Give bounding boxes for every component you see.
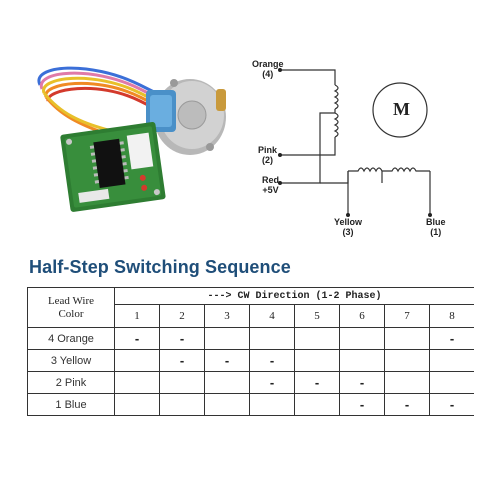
sequence-cell — [429, 371, 474, 394]
wire-label-yellow: 3 Yellow — [27, 349, 115, 372]
sequence-cell — [204, 371, 250, 394]
sequence-cell — [294, 327, 340, 350]
wiring-schematic: Orange (4) Pink (2) Red +5V Yellow (3) B… — [240, 55, 480, 245]
sequence-cell: - — [249, 349, 295, 372]
sequence-cell: - — [339, 371, 385, 394]
sequence-cell — [114, 393, 160, 416]
sequence-cell: - — [294, 371, 340, 394]
sequence-cell — [114, 371, 160, 394]
sequence-cell — [204, 393, 250, 416]
sequence-cell — [294, 349, 340, 372]
sequence-cell: - — [339, 393, 385, 416]
lead-wire-color-text: Lead Wire Color — [47, 294, 95, 320]
sequence-cell — [384, 371, 430, 394]
step-number: 7 — [384, 304, 430, 328]
sequence-cell — [204, 327, 250, 350]
wire-label-pink: 2 Pink — [27, 371, 115, 394]
sequence-cell — [294, 393, 340, 416]
sequence-cell — [249, 327, 295, 350]
table-header-row: Lead Wire Color ---> CW Direction (1-2 P… — [27, 287, 474, 328]
step-number: 5 — [294, 304, 340, 328]
wire-label-orange: 4 Orange — [27, 327, 115, 350]
blue-lead-label: Blue (1) — [426, 217, 446, 237]
sequence-cell: - — [159, 349, 205, 372]
schematic-lines — [278, 68, 432, 217]
step-number: 1 — [114, 304, 160, 328]
cw-direction-header: ---> CW Direction (1-2 Phase) — [114, 287, 474, 305]
step-number: 2 — [159, 304, 205, 328]
table-row: 1 Blue - - - — [27, 393, 474, 416]
sequence-cell — [384, 349, 430, 372]
sequence-title: Half-Step Switching Sequence — [29, 257, 291, 277]
sequence-cell: - — [429, 393, 474, 416]
sequence-cell — [159, 393, 205, 416]
motor-and-driver-illustration — [37, 66, 226, 212]
motor-symbol-label: M — [393, 99, 410, 119]
wire-label-blue: 1 Blue — [27, 393, 115, 416]
sequence-cell: - — [159, 327, 205, 350]
sequence-cell: - — [114, 327, 160, 350]
red-lead-label: Red +5V — [262, 175, 280, 195]
sequence-cell: - — [384, 393, 430, 416]
sequence-cell: - — [204, 349, 250, 372]
table-row: 4 Orange - - - — [27, 327, 474, 350]
half-step-sequence-table: Lead Wire Color ---> CW Direction (1-2 P… — [27, 287, 474, 416]
lead-wire-color-header: Lead Wire Color — [27, 287, 115, 328]
sequence-cell — [249, 393, 295, 416]
table-row: 3 Yellow - - - — [27, 349, 474, 372]
sequence-cell: - — [429, 327, 474, 350]
orange-lead-label: Orange (4) — [252, 59, 284, 79]
sequence-cell — [339, 327, 385, 350]
sequence-cell — [339, 349, 385, 372]
yellow-lead-label: Yellow (3) — [334, 217, 363, 237]
table-row: 2 Pink - - - — [27, 371, 474, 394]
sequence-cell — [159, 371, 205, 394]
step-number: 8 — [429, 304, 474, 328]
step-number: 4 — [249, 304, 295, 328]
step-number-row: 1 2 3 4 5 6 7 8 — [28, 304, 474, 328]
sequence-cell: - — [249, 371, 295, 394]
sequence-cell — [114, 349, 160, 372]
stepper-motor-photo — [20, 55, 230, 230]
step-number: 3 — [204, 304, 250, 328]
step-number: 6 — [339, 304, 385, 328]
pink-lead-label: Pink (2) — [258, 145, 278, 165]
sequence-cell — [384, 327, 430, 350]
sequence-cell — [429, 349, 474, 372]
